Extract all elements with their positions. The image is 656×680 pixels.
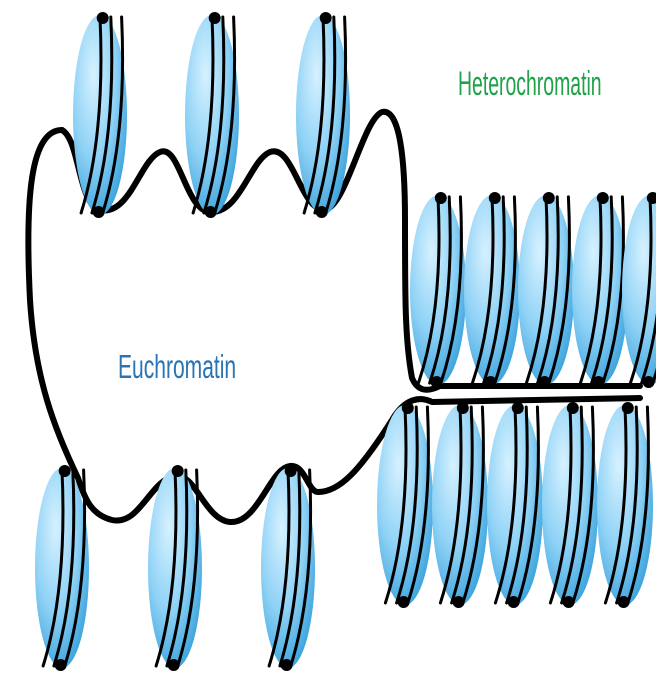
nucleosome-icon xyxy=(432,402,488,608)
nucleosome-icon xyxy=(185,12,239,218)
nucleosome-icon xyxy=(261,465,315,671)
nucleosome-icon xyxy=(410,192,466,388)
euchromatin-label: Euchromatin xyxy=(118,348,236,385)
nucleosome-icon xyxy=(487,402,543,608)
nucleosome-icon xyxy=(35,465,89,671)
nucleosome-icon xyxy=(622,192,656,388)
nucleosome-icon xyxy=(148,465,202,671)
nucleosome-icon xyxy=(542,402,598,608)
heterochromatin-label: Heterochromatin xyxy=(458,64,602,102)
nucleosome-icon xyxy=(464,192,520,388)
nucleosome-icon xyxy=(572,192,628,388)
nucleosome-icon xyxy=(518,192,574,388)
nucleosome-icon xyxy=(597,402,653,608)
